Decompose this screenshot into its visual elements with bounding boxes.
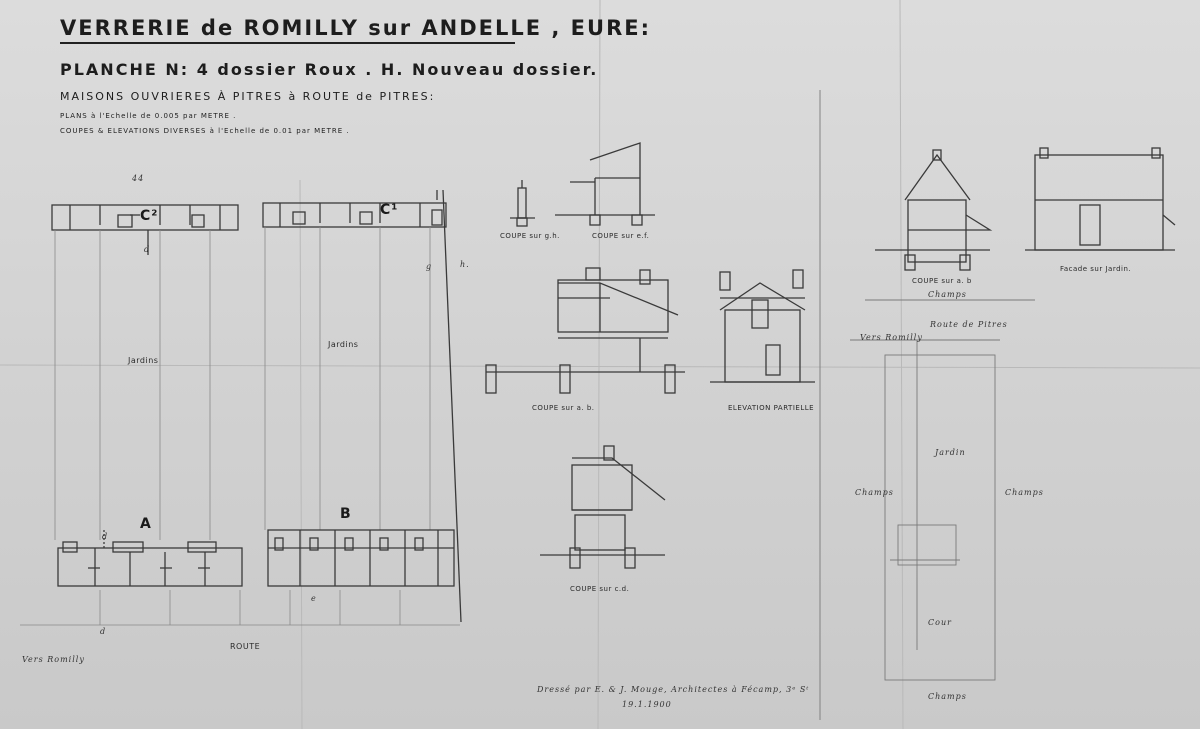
elevation-partial xyxy=(710,269,815,383)
marker-top: 44 xyxy=(132,174,145,183)
label-vers-romilly-right: Vers Romilly xyxy=(860,333,923,342)
site-plan xyxy=(819,90,1035,720)
caption-coupe-cd: COUPE sur c.d. xyxy=(570,585,630,593)
section-cd xyxy=(540,445,666,569)
marker-b: B xyxy=(340,506,352,522)
caption-elevation: ELEVATION PARTIELLE xyxy=(728,404,815,412)
plan-a xyxy=(57,530,243,587)
label-route-de-pitres: Route de Pitres xyxy=(930,320,1008,329)
caption-coupe-ab-middle: COUPE sur a. b. xyxy=(532,404,595,412)
caption-coupe-ef: COUPE sur e.f. xyxy=(592,232,650,240)
marker-a: A xyxy=(140,516,152,532)
marker-d-top: d xyxy=(102,532,109,541)
section-ab-right xyxy=(875,149,993,271)
credit-line-1: Dressé par E. & J. Mouge, Architectes à … xyxy=(537,685,810,694)
marker-c2: C² xyxy=(140,208,159,224)
section-gh xyxy=(510,180,535,227)
label-champs-left: Champs xyxy=(855,488,894,497)
garden-lines xyxy=(20,227,460,626)
marker-g: g xyxy=(426,262,433,271)
marker-h: h. xyxy=(460,260,470,269)
drawing-title: VERRERIE de ROMILLY sur ANDELLE , EURE: xyxy=(60,16,651,40)
plate-number: PLANCHE N: 4 dossier Roux . H. Nouveau d… xyxy=(60,60,599,79)
plan-c1 xyxy=(262,202,447,228)
scale-note-sections: COUPES & ELEVATIONS DIVERSES à l'Echelle… xyxy=(60,127,350,135)
caption-coupe-gh: COUPE sur g.h. xyxy=(500,232,560,240)
plan-b xyxy=(267,529,455,587)
caption-coupe-ab-right: COUPE sur a. b xyxy=(912,277,972,285)
plan-c2 xyxy=(51,204,239,255)
label-champs-top: Champs xyxy=(928,290,967,299)
section-ef xyxy=(555,142,655,226)
label-cour: Cour xyxy=(928,618,952,627)
marker-e: e xyxy=(311,594,317,603)
marker-c1: C¹ xyxy=(380,202,399,218)
label-jardins-right: Jardins xyxy=(328,340,359,349)
label-champs-right: Champs xyxy=(1005,488,1044,497)
caption-facade: Facade sur Jardin. xyxy=(1060,265,1132,273)
label-jardin: Jardin xyxy=(935,448,966,457)
facade-garden xyxy=(1025,147,1176,251)
marker-dup: d xyxy=(144,245,151,254)
drawing-subtitle: MAISONS OUVRIERES À PITRES à ROUTE de PI… xyxy=(60,90,436,103)
label-vers-romilly-bottom: Vers Romilly xyxy=(22,655,85,664)
marker-d-bottom: d xyxy=(100,627,107,636)
label-route: ROUTE xyxy=(230,642,261,651)
label-champs-bottom: Champs xyxy=(928,692,967,701)
plot-boundary xyxy=(442,189,462,623)
credit-line-2: 19.1.1900 xyxy=(622,700,672,709)
label-jardins-left: Jardins xyxy=(128,356,159,365)
scale-note-plans: PLANS à l'Echelle de 0.005 par METRE . xyxy=(60,112,237,120)
section-ab-middle xyxy=(485,267,685,394)
